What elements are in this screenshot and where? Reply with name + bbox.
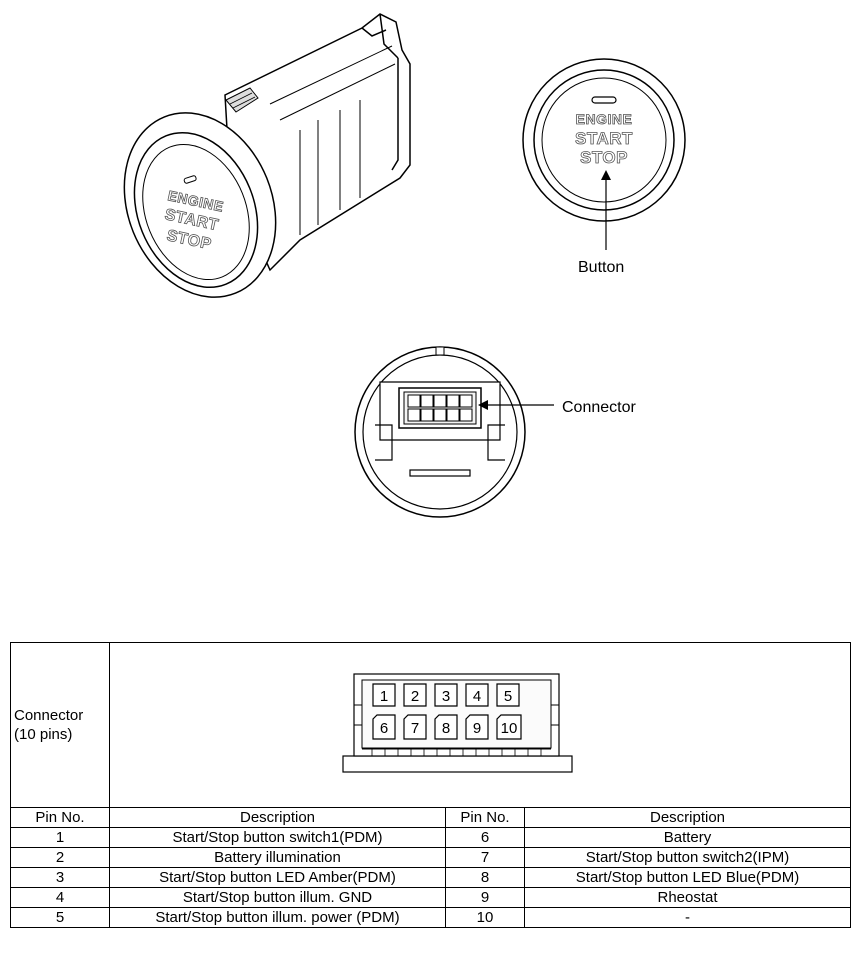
pin-label: 9	[473, 720, 481, 737]
table-row: 1 Start/Stop button switch1(PDM) 6 Batte…	[10, 827, 852, 848]
column-header-description: Description	[523, 807, 852, 828]
connector-header-cell: Connector (10 pins)	[10, 642, 110, 808]
pin-number-cell: 1	[10, 827, 110, 848]
connector-callout-label: Connector	[562, 399, 636, 416]
column-header-description: Description	[109, 807, 446, 828]
pin-label: 4	[473, 688, 481, 705]
pin-number-cell: 10	[445, 907, 525, 928]
pin-description-cell: Start/Stop button illum. GND	[109, 887, 446, 908]
start-stop-button-rear	[354, 346, 526, 518]
start-stop-button-3d	[123, 13, 411, 298]
table-row: 3 Start/Stop button LED Amber(PDM) 8 Sta…	[10, 867, 852, 888]
engine-text-front: ENGINE	[576, 111, 633, 127]
pin-label: 2	[411, 688, 419, 705]
pin-label: 8	[442, 720, 450, 737]
connector-diagram-cell: 1 2 3 4 5 6 7 8 9 10	[108, 642, 852, 808]
illustration-area: ENGINE START STOP ENGINE START STOP Butt…	[123, 13, 686, 518]
button-callout-arrow	[601, 170, 611, 250]
pin-description-cell: Start/Stop button illum. power (PDM)	[109, 907, 446, 928]
pin-description-cell: Rheostat	[523, 887, 852, 908]
stop-text-front: STOP	[580, 148, 628, 167]
pin-number-cell: 4	[10, 887, 110, 908]
pin-label: 3	[442, 688, 450, 705]
pin-description-cell: Start/Stop button switch1(PDM)	[109, 827, 446, 848]
pin-description-cell: Start/Stop button LED Amber(PDM)	[109, 867, 446, 888]
table-header-row: Pin No. Description Pin No. Description	[10, 807, 852, 828]
pin-label: 10	[501, 720, 518, 737]
table-row: 2 Battery illumination 7 Start/Stop butt…	[10, 847, 852, 868]
pin-number-cell: 7	[445, 847, 525, 868]
pin-description-cell: Battery	[523, 827, 852, 848]
connector-header-line1: Connector	[14, 707, 84, 724]
table-row: 5 Start/Stop button illum. power (PDM) 1…	[10, 907, 852, 928]
pin-description-cell: -	[523, 907, 852, 928]
connector-header-line2: (10 pins)	[14, 726, 73, 743]
pin-table: Connector (10 pins)	[10, 642, 852, 928]
pin-number-cell: 3	[10, 867, 110, 888]
pin-number-cell: 9	[445, 887, 525, 908]
table-row: 4 Start/Stop button illum. GND 9 Rheosta…	[10, 887, 852, 908]
pin-description-cell: Start/Stop button LED Blue(PDM)	[523, 867, 852, 888]
pin-description-cell: Start/Stop button switch2(IPM)	[523, 847, 852, 868]
connector-callout-arrow	[478, 400, 554, 410]
pin-label: 7	[411, 720, 419, 737]
start-text-front: START	[575, 129, 633, 148]
connector-row: Connector (10 pins)	[10, 642, 852, 808]
button-callout-label: Button	[578, 259, 624, 276]
pin-description-cell: Battery illumination	[109, 847, 446, 868]
pin-number-cell: 5	[10, 907, 110, 928]
pin-number-cell: 6	[445, 827, 525, 848]
column-header-pin-no: Pin No.	[445, 807, 525, 828]
pin-label: 1	[380, 688, 388, 705]
pin-number-cell: 2	[10, 847, 110, 868]
pin-number-cell: 8	[445, 867, 525, 888]
column-header-pin-no: Pin No.	[10, 807, 110, 828]
pin-label: 6	[380, 720, 388, 737]
pin-label: 5	[504, 688, 512, 705]
start-stop-button-front	[522, 58, 686, 222]
connector-pinout-diagram: 1 2 3 4 5 6 7 8 9 10	[342, 673, 573, 773]
